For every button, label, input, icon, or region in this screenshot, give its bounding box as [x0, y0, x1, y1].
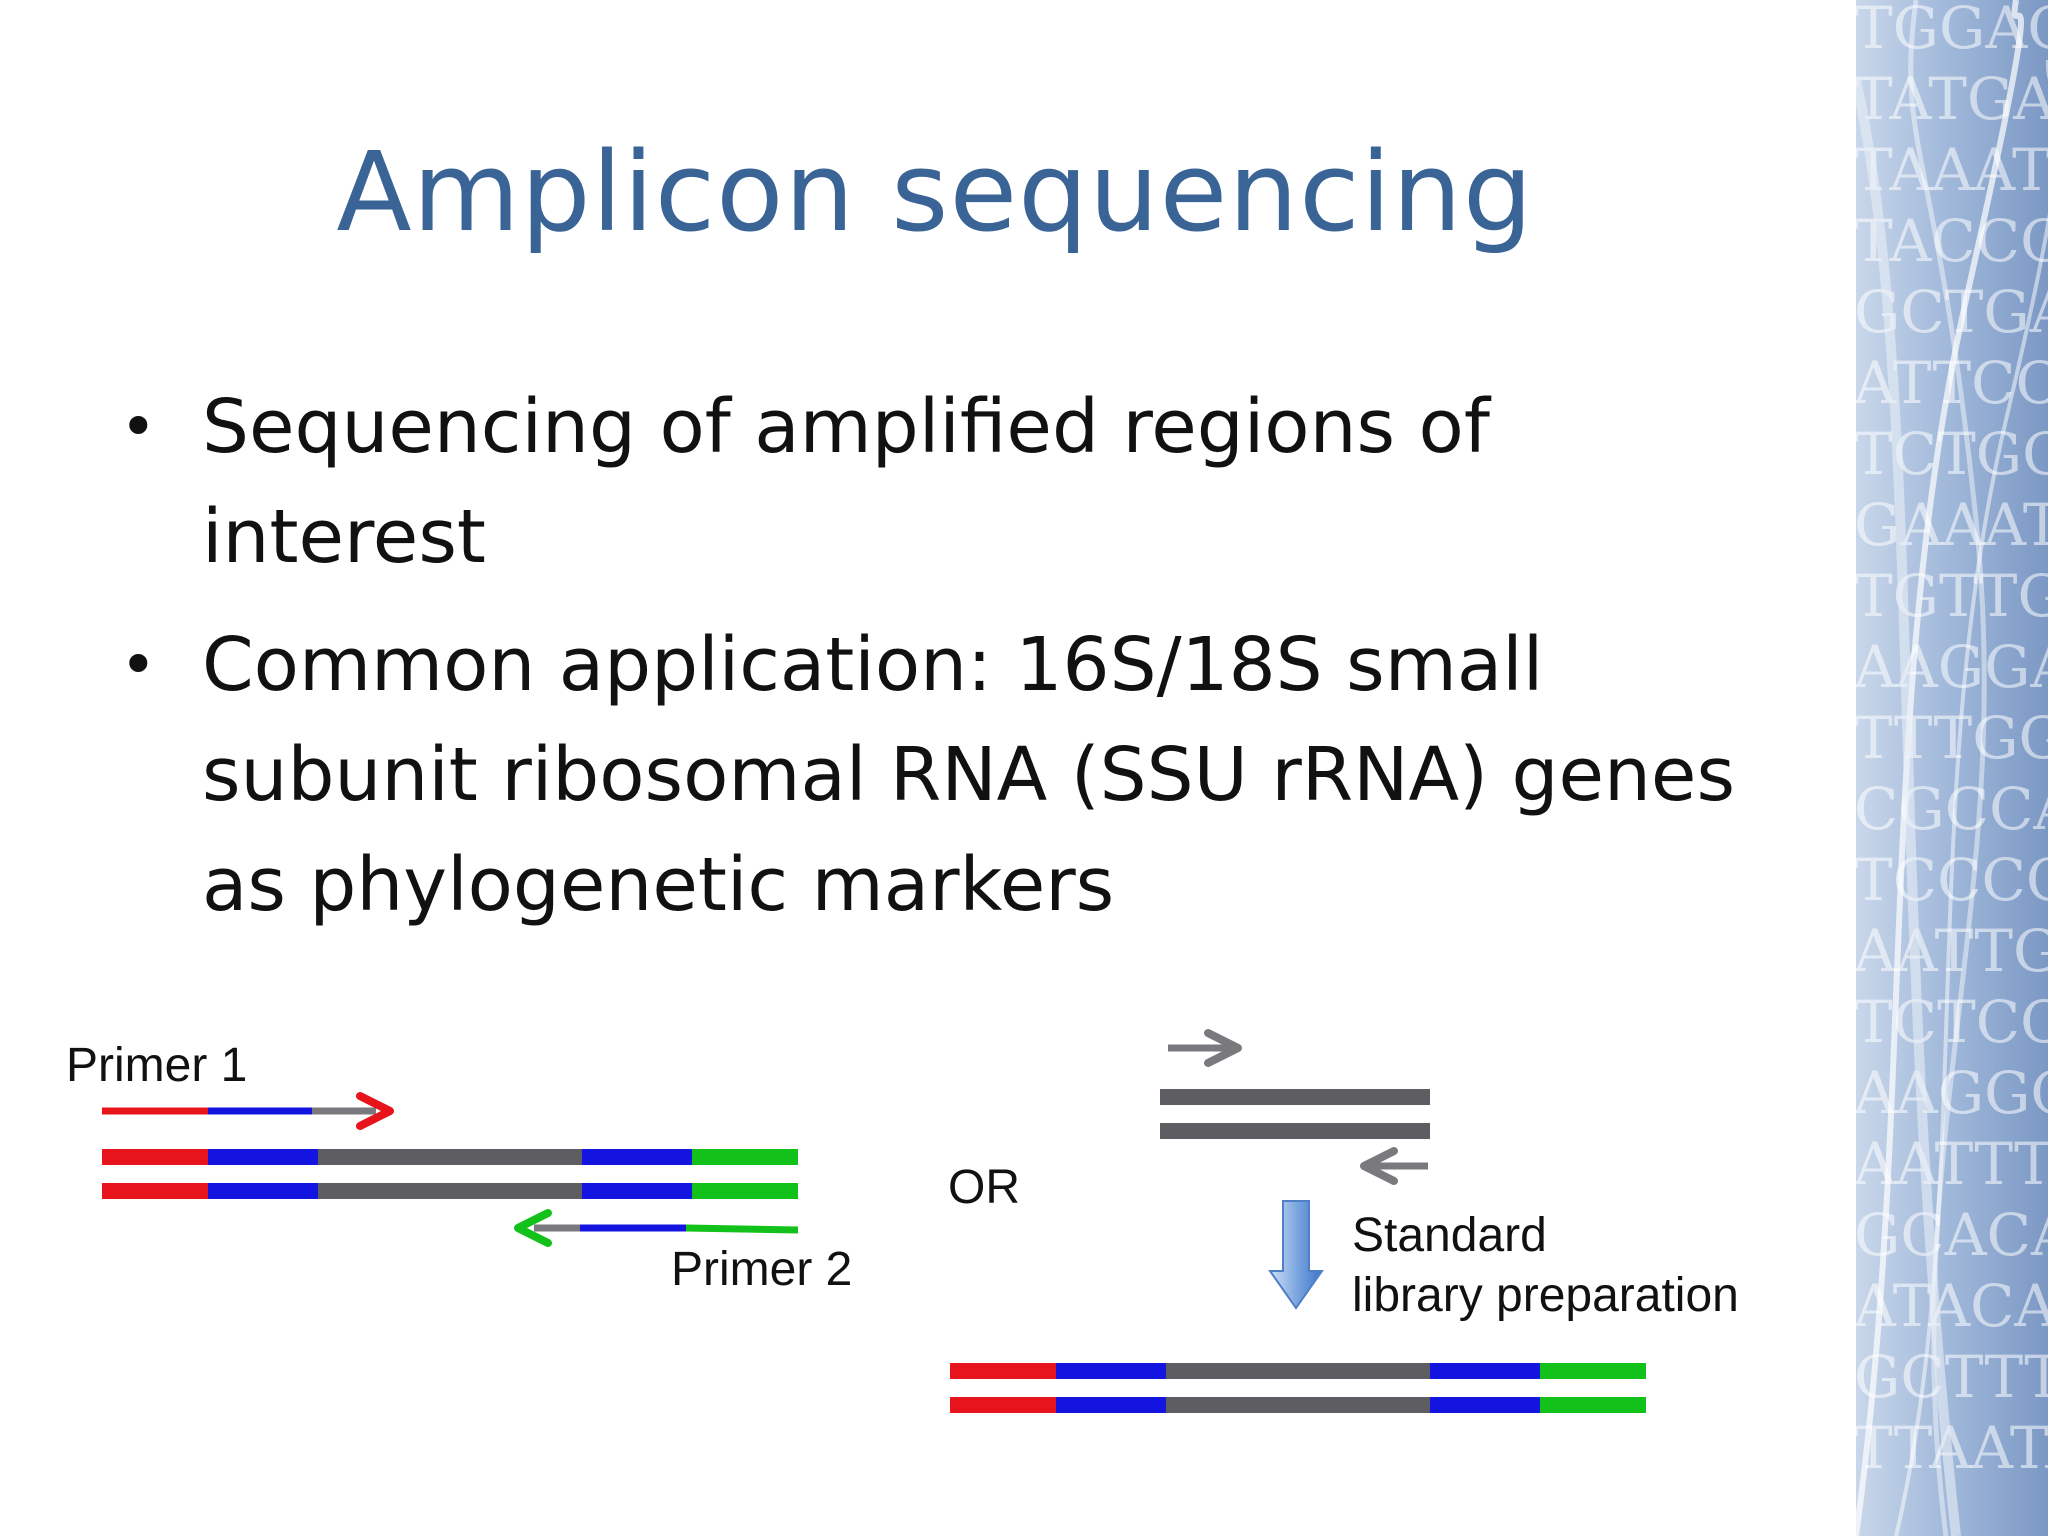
sequence-row-text: AATTGCA: [1856, 917, 2048, 985]
sequence-row-text: GAAATTAT: [1856, 491, 2048, 559]
slide-title: Amplicon sequencing: [336, 128, 1534, 256]
down-arrow-icon: [1268, 1200, 1324, 1310]
bullet-item: • Sequencing of amplified regions of inte…: [120, 372, 1760, 592]
sequence-row-text: AAGGAGA: [1856, 633, 2048, 701]
dna-sequence-sidebar: TGGAGATTATGAAGCTAAATCTGTACCCCCTGCTGAAAGA…: [1856, 0, 2048, 1536]
primer-1-arrow-icon: [356, 1092, 394, 1130]
amplicon-template-dna: [102, 1149, 798, 1199]
bullet-text: Sequencing of amplified regions of inter…: [202, 384, 1490, 580]
bullet-list: • Sequencing of amplified regions of inte…: [120, 372, 1760, 958]
primer-2-arrow-icon: [514, 1209, 552, 1247]
or-label: OR: [948, 1161, 1020, 1214]
library-product-dna: [950, 1363, 1646, 1413]
library-preparation-label: library preparation: [1352, 1269, 1739, 1322]
sequence-row-text: TAAATCTG: [1856, 136, 2048, 204]
standard-label: Standard: [1352, 1209, 1547, 1262]
sequence-row-text: ATACAAG: [1856, 1272, 2048, 1340]
primer-2-label: Primer 2: [671, 1243, 853, 1296]
sequence-row-text: TTTGGGG: [1856, 704, 2048, 772]
primer-1: [102, 1092, 394, 1130]
bullet-item: • Common application: 16S/18S small subun…: [120, 610, 1760, 940]
bullet-dot: •: [120, 390, 157, 463]
genomic-fragment: [1160, 1029, 1430, 1185]
primer-2: [514, 1209, 799, 1247]
bullet-text: Common application: 16S/18S small subuni…: [202, 622, 1736, 928]
bullet-dot: •: [120, 628, 157, 701]
primer-1-label: Primer 1: [66, 1039, 248, 1092]
